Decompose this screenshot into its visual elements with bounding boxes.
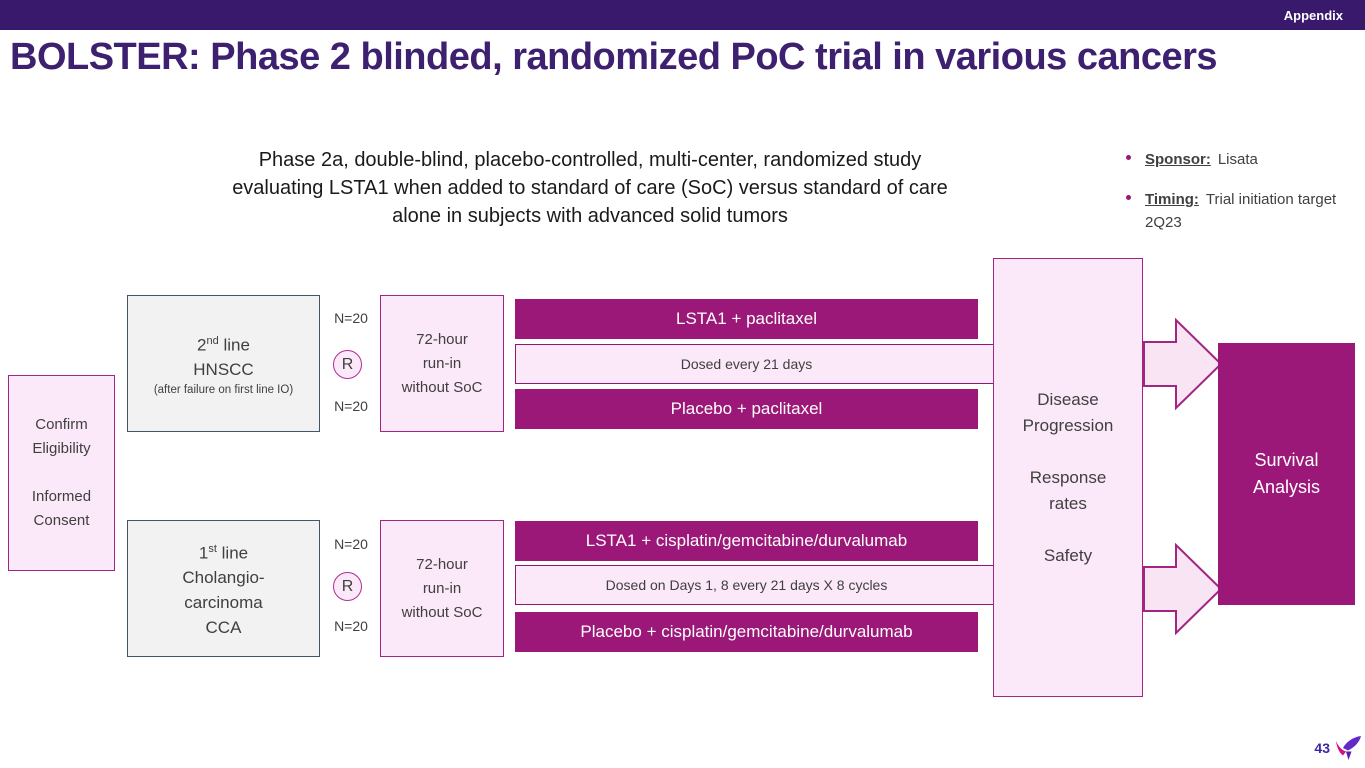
sponsor-label: Sponsor:	[1145, 151, 1211, 168]
arm2-line: 1st line	[198, 542, 249, 563]
timing-value: Trial initiation target 2Q23	[1145, 191, 1337, 231]
arm1-active-bar: LSTA1 + paclitaxel	[515, 299, 978, 339]
company-bird-logo-icon	[1336, 736, 1361, 760]
arm2-dosing-bar: Dosed on Days 1, 8 every 21 days X 8 cyc…	[515, 565, 995, 605]
timing-label: Timing:	[1145, 191, 1199, 208]
appendix-label: Appendix	[1283, 7, 1343, 23]
arm2-n-bottom: N=20	[334, 618, 368, 634]
sponsor-bullet: Sponsor: Lisata	[1122, 148, 1354, 171]
study-description: Phase 2a, double-blind, placebo-controll…	[232, 149, 948, 227]
bullet-dot-icon	[1126, 155, 1131, 160]
arm1-n-top: N=20	[334, 310, 368, 326]
arm1-line: 2nd line	[197, 334, 250, 355]
arm1-randomization-circle: R	[333, 350, 362, 379]
arrow-right-bottom-icon	[1143, 543, 1223, 635]
sponsor-value: Lisata	[1217, 151, 1258, 168]
arm2-active-bar: LSTA1 + cisplatin/gemcitabine/durvalumab	[515, 521, 978, 561]
arm1-placebo-bar: Placebo + paclitaxel	[515, 389, 978, 429]
arm1-runin-box: 72-hour run-in without SoC	[380, 295, 504, 432]
arm2-placebo-bar: Placebo + cisplatin/gemcitabine/durvalum…	[515, 612, 978, 652]
arm1-n-bottom: N=20	[334, 398, 368, 414]
bullet-dot-icon	[1126, 195, 1131, 200]
arm2-name: Cholangio- carcinoma CCA	[182, 568, 265, 638]
arm1-hnscc-box: 2nd line HNSCC (after failure on first l…	[127, 295, 320, 432]
timing-bullet: Timing:Trial initiation target 2Q23	[1122, 188, 1354, 234]
arm2-cca-box: 1st line Cholangio- carcinoma CCA	[127, 520, 320, 657]
arm2-randomization-circle: R	[333, 572, 362, 601]
eligibility-box: Confirm Eligibility Informed Consent	[8, 375, 115, 571]
page-number: 43	[1314, 740, 1330, 756]
top-bar: Appendix	[0, 0, 1365, 30]
outcomes-box: Disease Progression Response rates Safet…	[993, 258, 1143, 697]
slide-title: BOLSTER: Phase 2 blinded, randomized PoC…	[10, 36, 1218, 78]
arm1-note: (after failure on first line IO)	[153, 384, 294, 397]
arm2-runin-box: 72-hour run-in without SoC	[380, 520, 504, 657]
timing-text: Timing:Trial initiation target 2Q23	[1145, 188, 1354, 234]
arrow-right-top-icon	[1143, 318, 1223, 410]
arm2-n-top: N=20	[334, 536, 368, 552]
sponsor-text: Sponsor: Lisata	[1145, 148, 1258, 171]
arm1-dosing-bar: Dosed every 21 days	[515, 344, 995, 384]
survival-analysis-box: Survival Analysis	[1218, 343, 1355, 605]
arm1-name: HNSCC	[193, 360, 254, 380]
sponsor-timing-list: Sponsor: Lisata Timing:Trial initiation t…	[1122, 148, 1354, 251]
